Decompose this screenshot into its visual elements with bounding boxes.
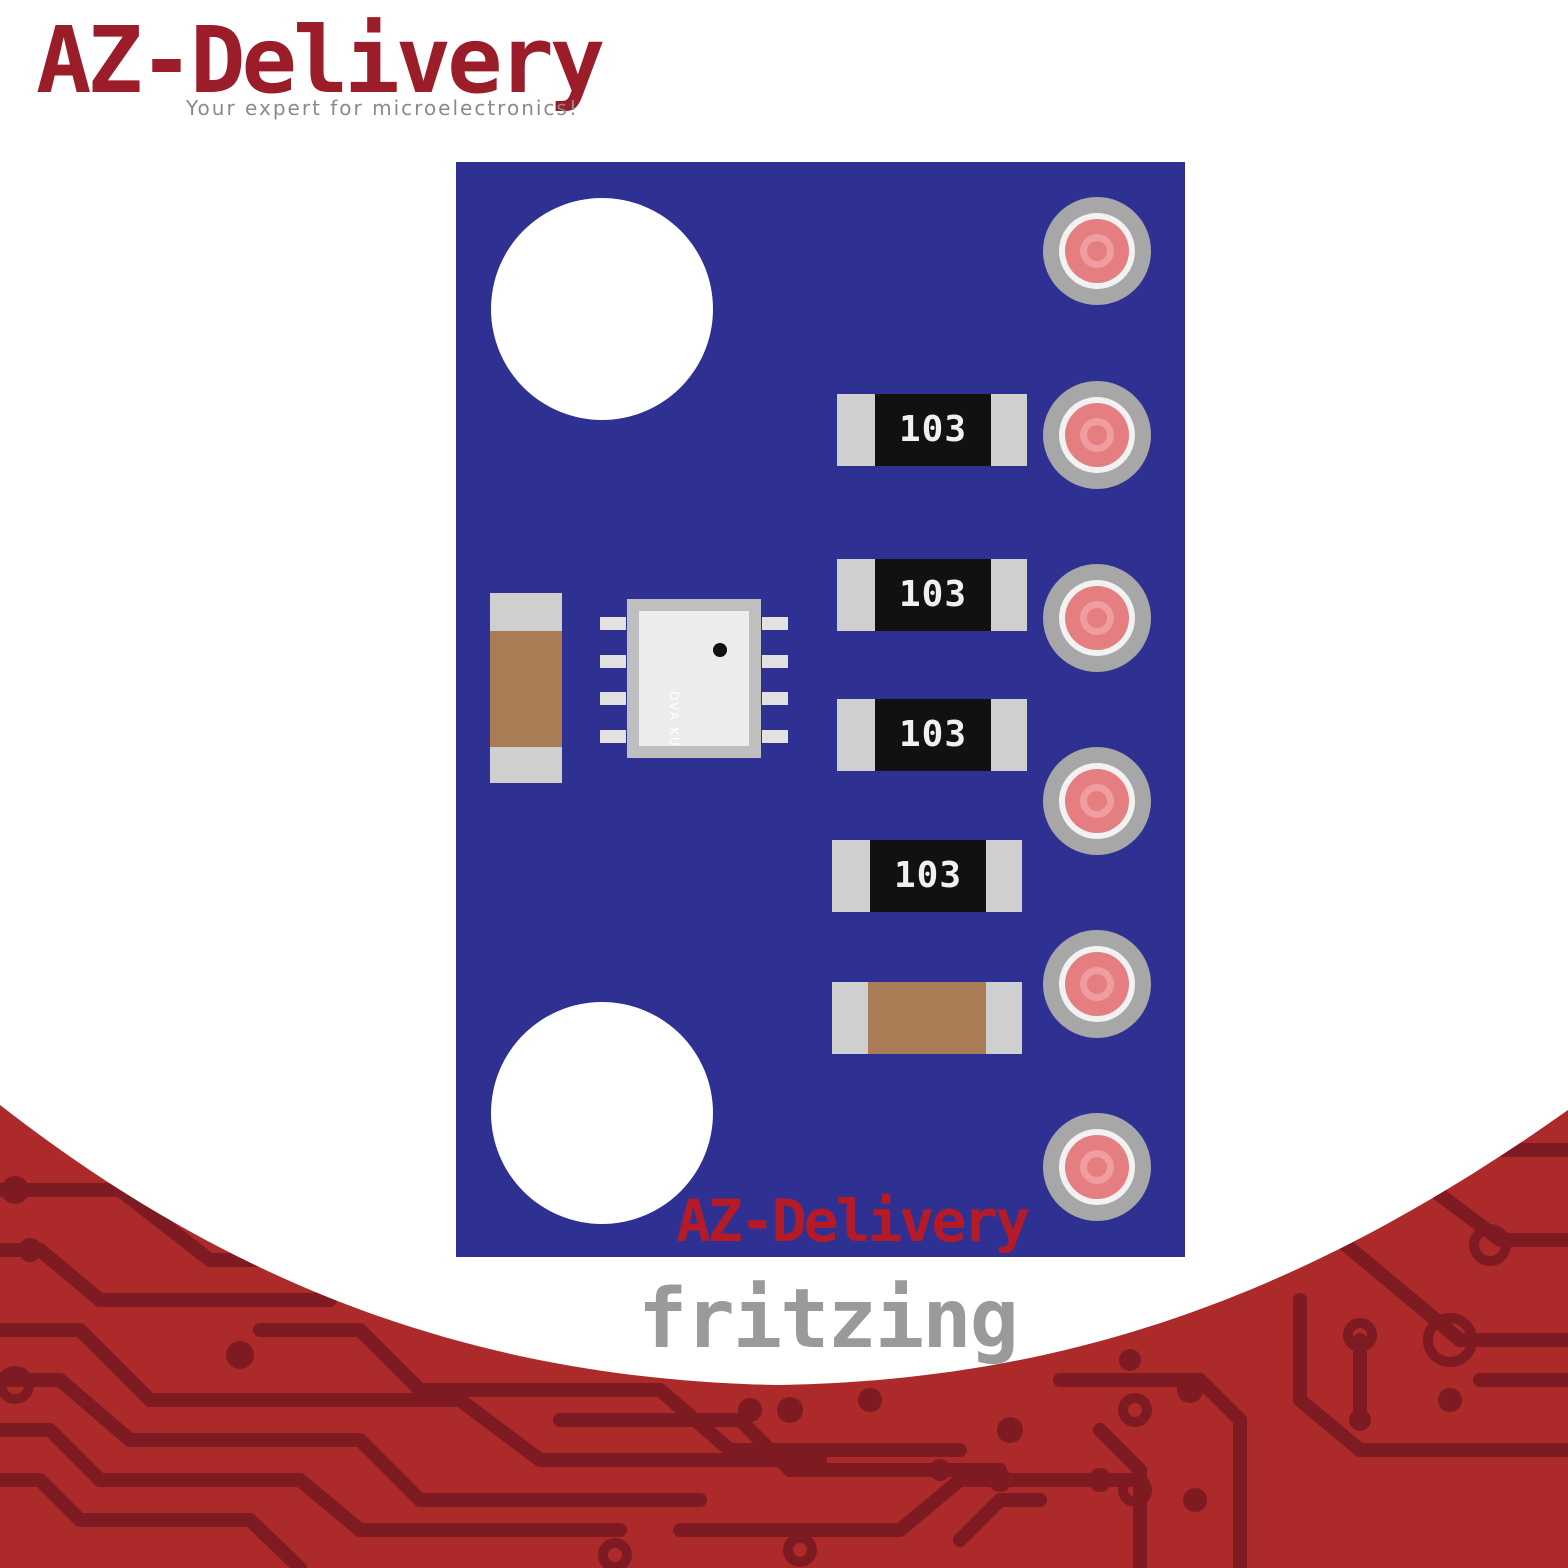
- mounting-hole-bottom: [491, 1002, 713, 1224]
- smd-resistor: 103: [837, 394, 1027, 466]
- ic-pin: [600, 730, 626, 743]
- mounting-hole-top: [491, 198, 713, 420]
- brand-logo: AZ-Delivery Your expert for microelectro…: [36, 7, 605, 132]
- ic-marking: DVA KU: [667, 691, 681, 748]
- smd-resistor: 103: [832, 840, 1022, 912]
- resistor-code: 103: [893, 855, 963, 896]
- pcb-silkscreen-logo: AZ-Delivery: [676, 1187, 1030, 1255]
- smd-capacitor-vertical: [490, 593, 562, 783]
- header-pad: [1043, 381, 1151, 489]
- header-pad: [1043, 564, 1151, 672]
- ic-pin: [762, 617, 788, 630]
- header-pad: [1043, 747, 1151, 855]
- smd-capacitor: [832, 982, 1022, 1054]
- ic-pin: [762, 655, 788, 668]
- smd-resistor: 103: [837, 699, 1027, 771]
- resistor-code: 103: [898, 574, 968, 615]
- ic-pin: [762, 692, 788, 705]
- ic-pin: [600, 655, 626, 668]
- fritzing-wordmark: fritzing: [638, 1272, 1019, 1367]
- header-pad: [1043, 930, 1151, 1038]
- ic-chip: DVA KU: [627, 599, 761, 758]
- pin1-marker: [713, 643, 727, 657]
- header-pad: [1043, 197, 1151, 305]
- logo-tagline: Your expert for microelectronics!: [186, 96, 579, 120]
- resistor-code: 103: [898, 409, 968, 450]
- header-pad: [1043, 1113, 1151, 1221]
- resistor-code: 103: [898, 714, 968, 755]
- smd-resistor: 103: [837, 559, 1027, 631]
- ic-pin: [600, 617, 626, 630]
- ic-pin: [600, 692, 626, 705]
- logo-wordmark: AZ-Delivery: [36, 7, 605, 114]
- ic-pin: [762, 730, 788, 743]
